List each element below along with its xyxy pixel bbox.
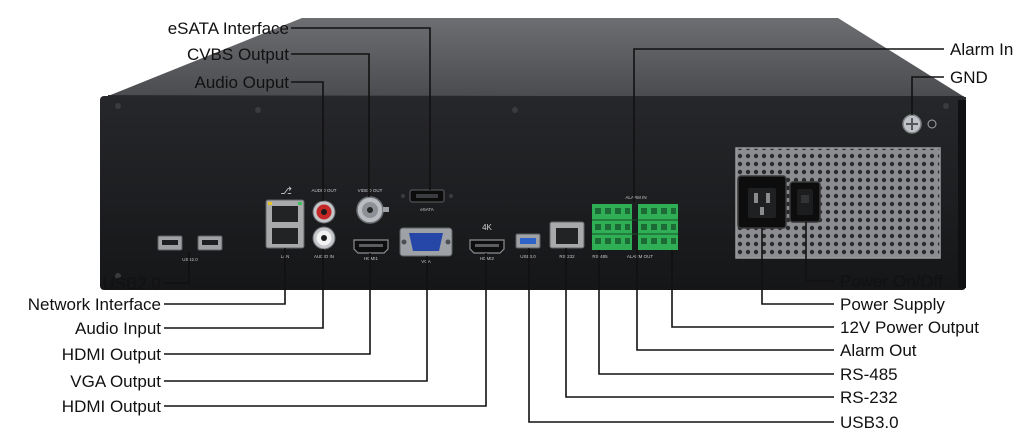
callout-alarm-out: Alarm Out [840, 341, 917, 360]
screw-icon [512, 107, 518, 113]
leader-usb3 [528, 248, 834, 423]
callout-rs232: RS-232 [840, 388, 898, 407]
callout-alarm-in: Alarm In [950, 40, 1013, 59]
leader-esata [291, 27, 431, 190]
leader-alarm-in [633, 48, 944, 202]
callout-network: Network Interface [28, 295, 161, 314]
leader-cvbs [291, 53, 370, 197]
leader-audio-output [291, 81, 324, 201]
leader-vga [164, 256, 428, 382]
ground-symbol-icon [927, 119, 937, 129]
network-icon: ⎇ [280, 186, 292, 197]
leader-12v [671, 250, 834, 328]
screw-icon [255, 107, 261, 113]
callout-gnd: GND [950, 68, 988, 87]
audio-rca-ports: AUDIO OUT AUDIO IN [311, 188, 336, 259]
network-ports: ⎇ LAN [265, 186, 305, 259]
callout-audio-input: Audio Input [75, 319, 161, 338]
screw-icon [943, 103, 949, 109]
cvbs-bnc-port: VIDEO OUT [356, 188, 389, 224]
callout-12v: 12V Power Output [840, 318, 979, 337]
gnd-terminal [902, 114, 937, 134]
leader-alarm-out [636, 250, 834, 351]
alarm-out-panel-label: ALARM OUT [627, 254, 654, 259]
callout-vga: VGA Output [70, 372, 161, 391]
rs232-panel-label: RS-232 [559, 254, 575, 259]
video-out-panel-label: VIDEO OUT [358, 188, 383, 193]
screw-icon [115, 103, 121, 109]
alarm-terminal-blocks: ALARM IN RS-485 ALARM OUT [592, 195, 678, 259]
callout-audio-output: Audio Ouput [194, 73, 289, 92]
leader-power-supply [761, 228, 834, 305]
alarm-in-panel-label: ALARM IN [625, 195, 646, 200]
vga-panel-label: VGA [421, 259, 431, 264]
callout-power-supply: Power Supply [840, 295, 945, 314]
leader-rs232 [565, 248, 834, 398]
leader-rs485 [598, 250, 834, 375]
rs485-panel-label: RS-485 [592, 254, 608, 259]
callout-usb3: USB3.0 [840, 413, 899, 432]
vga-port: VGA [399, 227, 453, 264]
hdmi2-port: 4K HDMI2 [469, 223, 505, 261]
power-supply-module [735, 147, 941, 259]
esata-port: eSATA [401, 189, 453, 212]
usb2-ports: USB2.0 [157, 235, 223, 262]
leader-lines [164, 27, 944, 423]
leader-network [164, 248, 286, 305]
hdmi1-panel-label: HDMI1 [364, 256, 378, 261]
leader-gnd [911, 76, 944, 115]
audio-out-panel-label: AUDIO OUT [311, 188, 336, 193]
callout-labels: eSATA Interface CVBS Output Audio Ouput … [28, 19, 1014, 432]
leader-audio-input [164, 249, 324, 329]
callout-hdmi2: HDMI Output [62, 397, 161, 416]
usb2-panel-label: USB2.0 [182, 257, 198, 262]
screw-icon [115, 273, 121, 279]
leader-hdmi1 [164, 253, 371, 355]
chassis-side-edge [958, 100, 966, 288]
leader-hdmi2 [164, 253, 487, 407]
callout-power-onoff: Power On/Off [840, 272, 943, 291]
chassis-top-cover [108, 18, 966, 98]
rs232-port: RS-232 [549, 221, 585, 259]
esata-panel-label: eSATA [420, 207, 434, 212]
callout-esata: eSATA Interface [168, 19, 289, 38]
callout-usb2: USB2.0 [102, 274, 161, 293]
k4-panel-label: 4K [482, 223, 492, 232]
audio-in-panel-label: AUDIO IN [314, 254, 334, 259]
callout-rs485: RS-485 [840, 365, 898, 384]
callout-cvbs: CVBS Output [187, 45, 289, 64]
hdmi1-port: HDMI1 [353, 239, 389, 261]
leader-power-onoff [805, 222, 834, 282]
hdmi2-panel-label: HDMI2 [480, 256, 494, 261]
callout-hdmi1: HDMI Output [62, 345, 161, 364]
leader-usb2 [164, 252, 190, 284]
